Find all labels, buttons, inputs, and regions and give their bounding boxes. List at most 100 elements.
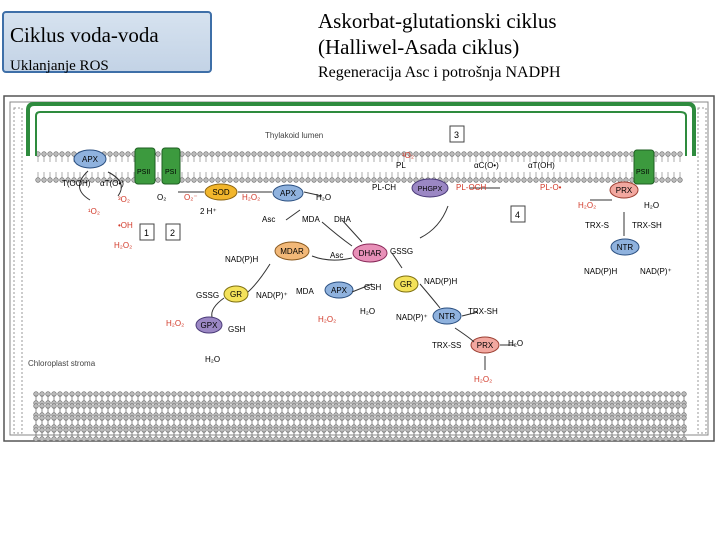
psii-left-label: PSII	[137, 169, 150, 176]
label-gsh-1: GSH	[364, 283, 382, 292]
box-1: 1	[139, 223, 155, 241]
label-nadph-right: NAD(P)H	[584, 267, 618, 276]
label-h2o2-prx2: H₂O₂	[474, 375, 492, 384]
box-4: 4	[510, 205, 526, 223]
lumen-boundary	[26, 102, 696, 156]
gr-mid-label: GR	[400, 280, 412, 289]
right-title-line2: (Halliwel-Asada ciklus)	[318, 35, 520, 59]
label-h2o-apx: H₂O	[316, 193, 331, 202]
label-atoc: αC(O•)	[474, 161, 499, 170]
label-toh-left: T(OOH)	[62, 179, 91, 188]
mdar-label: MDAR	[280, 247, 304, 256]
label-asc-2: Asc	[330, 251, 343, 260]
prx-right-label: PRX	[616, 186, 633, 195]
prx-low-enzyme: PRX	[470, 336, 500, 354]
label-pl-ch: PL-CH	[372, 183, 396, 192]
label-trx-s: TRX-S	[585, 221, 609, 230]
label-trx-ss: TRX-SS	[432, 341, 461, 350]
psii-left: PSII	[134, 147, 156, 185]
left-subtitle: Uklanjanje ROS	[10, 58, 109, 74]
label-pl: PL	[396, 161, 406, 170]
gpx-enzyme: GPX	[195, 316, 223, 334]
phgpx-enzyme: PHGPX	[411, 178, 449, 198]
left-title-box: Ciklus voda-voda Uklanjanje ROS	[2, 11, 212, 74]
apx-low-enzyme: APX	[324, 281, 354, 299]
label-mda-1: MDA	[302, 215, 320, 224]
label-triplet-o2: ³O₂	[118, 195, 130, 204]
sod-enzyme: SOD	[204, 183, 238, 201]
label-atoh-right: αT(OH)	[528, 161, 555, 170]
label-dha: DHA	[334, 215, 352, 224]
psi-left: PSI	[161, 147, 181, 185]
label-protons: 2 H⁺	[200, 207, 217, 216]
dhar-enzyme: DHAR	[352, 243, 388, 263]
ntr-right-enzyme: NTR	[610, 238, 640, 256]
prx-right-enzyme: PRX	[609, 181, 639, 199]
right-subtitle: Regeneracija Asc i potrošnja NADPH	[318, 64, 561, 81]
label-singlet-o2-pl: ¹O₂	[402, 151, 414, 160]
label-nadp-ntr: NAD(P)⁺	[396, 313, 428, 322]
thylakoid-membranes	[13, 107, 707, 442]
label-nadph-gr2: NAD(P)H	[424, 277, 458, 286]
box-4-label: 4	[515, 210, 520, 220]
label-gssg-2: GSSG	[196, 291, 219, 300]
apx-top-enzyme: APX	[73, 149, 107, 169]
psii-right-label: PSII	[636, 169, 649, 176]
label-superoxide: O₂⁻	[184, 193, 198, 202]
label-h2o-apx2: H₂O	[360, 307, 375, 316]
ntr-mid-label: NTR	[439, 312, 456, 321]
label-hydroxyl: •OH	[118, 221, 133, 230]
psii-right: PSII	[633, 149, 655, 185]
lumen-label: Thylakoid lumen	[265, 131, 323, 140]
label-trx-sh: TRX-SH	[632, 221, 662, 230]
reaction-arrows	[79, 170, 625, 370]
label-nadp-gr: NAD(P)⁺	[256, 291, 288, 300]
apx-low-label: APX	[331, 286, 348, 295]
right-title: Askorbat-glutationski ciklus (Halliwel-A…	[318, 8, 557, 60]
label-h2o-gpx: H₂O	[205, 355, 220, 364]
right-title-line1: Askorbat-glutationski ciklus	[318, 9, 557, 33]
label-gsh-2: GSH	[228, 325, 246, 334]
label-atoh: αT(O•)	[100, 179, 124, 188]
left-title: Ciklus voda-voda	[10, 23, 159, 47]
label-h2o2-left: H₂O₂	[114, 241, 132, 250]
label-singlet-o2: ¹O₂	[88, 207, 100, 216]
gr-left-enzyme: GR	[223, 285, 249, 303]
gr-mid-enzyme: GR	[393, 275, 419, 293]
label-nadph-mdar: NAD(P)H	[225, 255, 259, 264]
label-h2o2-apx2: H₂O₂	[318, 315, 336, 324]
prx-low-label: PRX	[477, 341, 494, 350]
gpx-label: GPX	[201, 321, 219, 330]
label-asc-1: Asc	[262, 215, 275, 224]
label-pl-och: PL-OCH	[456, 183, 486, 192]
box-3-label: 3	[454, 130, 459, 140]
label-pl-o: PL-O•	[540, 183, 562, 192]
box-3: 3	[449, 125, 465, 143]
label-nadp-right: NAD(P)⁺	[640, 267, 672, 276]
dhar-label: DHAR	[359, 249, 382, 258]
label-gssg-1: GSSG	[390, 247, 413, 256]
label-o2: O₂	[157, 193, 166, 202]
box-1-label: 1	[144, 228, 149, 238]
label-mda-2: MDA	[296, 287, 314, 296]
ntr-right-label: NTR	[617, 243, 634, 252]
apx-mid-enzyme: APX	[272, 184, 304, 202]
box-2: 2	[165, 223, 181, 241]
stroma-label: Chloroplast stroma	[28, 359, 96, 368]
sod-label: SOD	[212, 188, 230, 197]
ntr-mid-enzyme: NTR	[432, 307, 462, 325]
label-h2o2-sod: H₂O₂	[242, 193, 260, 202]
label-h2o-prx: H₂O	[644, 201, 659, 210]
phgpx-label: PHGPX	[418, 186, 443, 193]
label-h2o-prx2: H₂O	[508, 339, 523, 348]
lumen-boundary-inner	[35, 111, 687, 156]
chloroplast-diagram: Thylakoid lumen Chloroplast stroma 3 4 1…	[3, 95, 715, 442]
psi-left-label: PSI	[165, 169, 176, 176]
label-h2o2-gpx: H₂O₂	[166, 319, 184, 328]
apx-top-label: APX	[82, 155, 99, 164]
mdar-enzyme: MDAR	[274, 241, 310, 261]
apx-mid-label: APX	[280, 189, 297, 198]
label-trx-sh2: TRX-SH	[468, 307, 498, 316]
label-h2o2-prx: H₂O₂	[578, 201, 596, 210]
gr-left-label: GR	[230, 290, 242, 299]
